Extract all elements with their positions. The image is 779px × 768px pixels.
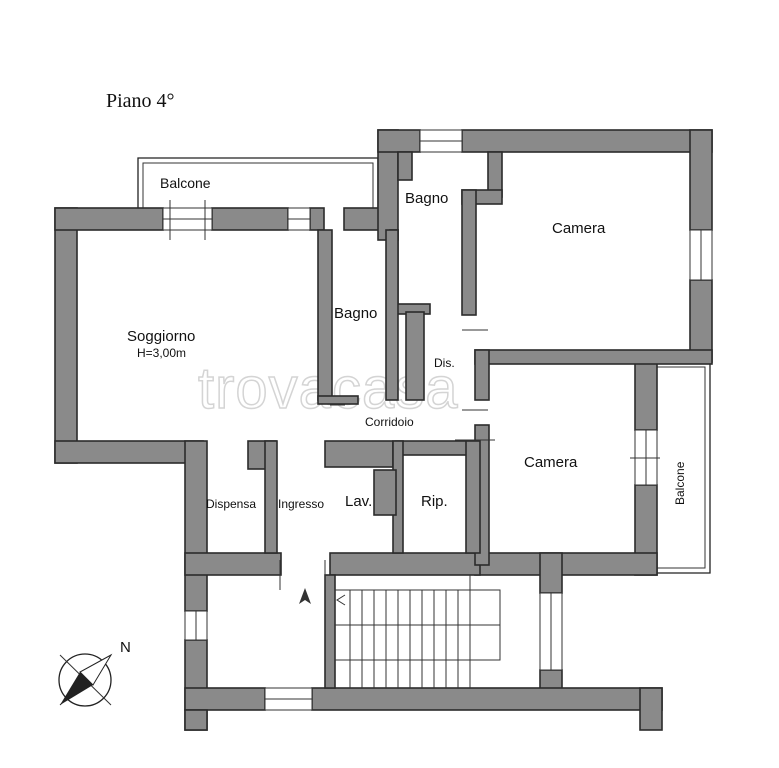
room-label-corridoio: Corridoio [365, 415, 414, 429]
interior-walls [247, 151, 713, 689]
exterior-walls [54, 129, 713, 731]
room-label-soggiorno: Soggiorno [127, 328, 195, 345]
room-label-lav: Lav. [345, 493, 372, 510]
room-label-camera-bottom: Camera [524, 454, 578, 471]
staircase [334, 575, 501, 688]
entrance-arrow-icon [299, 588, 311, 604]
room-label-balcone-top: Balcone [160, 175, 211, 191]
room-label-dispensa: Dispensa [206, 497, 256, 511]
north-arrow-icon [58, 653, 113, 707]
plan-title: Piano 4° [106, 90, 175, 112]
room-height: H=3,00m [137, 346, 186, 360]
room-label-bagno-mid: Bagno [334, 305, 377, 322]
compass-label: N [120, 639, 131, 656]
room-label-dis: Dis. [434, 356, 455, 370]
windows [162, 129, 713, 711]
door-marks [169, 200, 660, 590]
room-label-ingresso: Ingresso [278, 497, 324, 511]
room-label-camera-top: Camera [552, 220, 606, 237]
room-label-balcone-right: Balcone [673, 461, 687, 505]
room-label-rip: Rip. [421, 493, 448, 510]
room-label-bagno-top: Bagno [405, 190, 448, 207]
